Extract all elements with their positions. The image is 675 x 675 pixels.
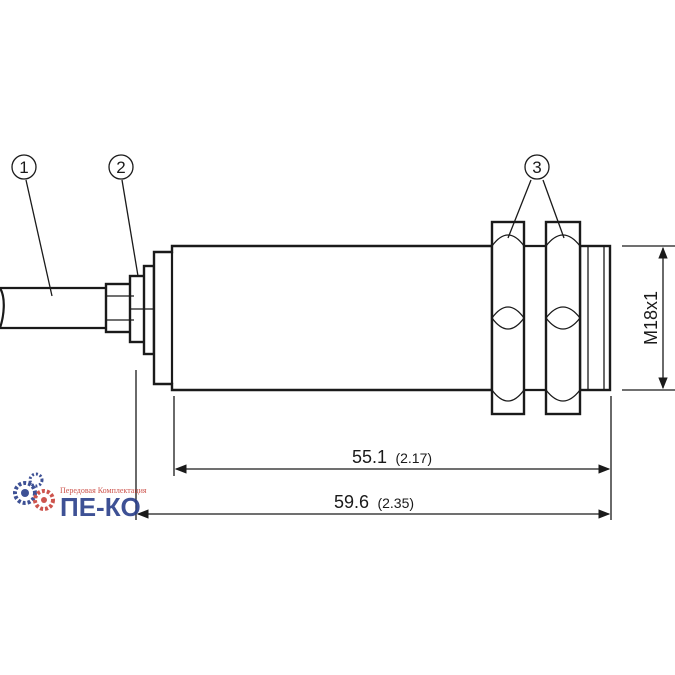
watermark-logo: Передовая Комплектация ПЕ-КО (13, 472, 147, 522)
cable (0, 286, 108, 330)
dimension-total-length: 59.6 (2.35) (136, 492, 611, 519)
sensor-housing (152, 244, 612, 392)
thread-label: M18x1 (641, 291, 661, 345)
extension-lines (135, 245, 675, 520)
housing-length-inch: (2.17) (395, 450, 432, 466)
callout-2: 2 (108, 154, 139, 277)
callout-3-label: 3 (532, 158, 541, 177)
callout-3: 3 (507, 154, 565, 239)
total-length-inch: (2.35) (377, 495, 414, 511)
callout-1-label: 1 (19, 158, 28, 177)
gear-icon (13, 472, 55, 511)
mounting-nut-1 (490, 220, 526, 416)
housing-length-value: 55.1 (352, 447, 387, 467)
logo-brand: ПЕ-КО (60, 492, 141, 522)
total-length-value: 59.6 (334, 492, 369, 512)
svg-text:59.6 (2.35): 59.6 (2.35) (334, 492, 414, 512)
connector-collar (104, 264, 156, 356)
callout-2-label: 2 (116, 158, 125, 177)
dimension-housing-length: 55.1 (2.17) (174, 447, 611, 474)
mounting-nut-2 (544, 220, 582, 416)
svg-text:55.1 (2.17): 55.1 (2.17) (352, 447, 432, 467)
callout-1: 1 (11, 154, 53, 297)
logo-tagline: Передовая Комплектация (60, 486, 147, 495)
dimension-thread: M18x1 (641, 246, 668, 390)
